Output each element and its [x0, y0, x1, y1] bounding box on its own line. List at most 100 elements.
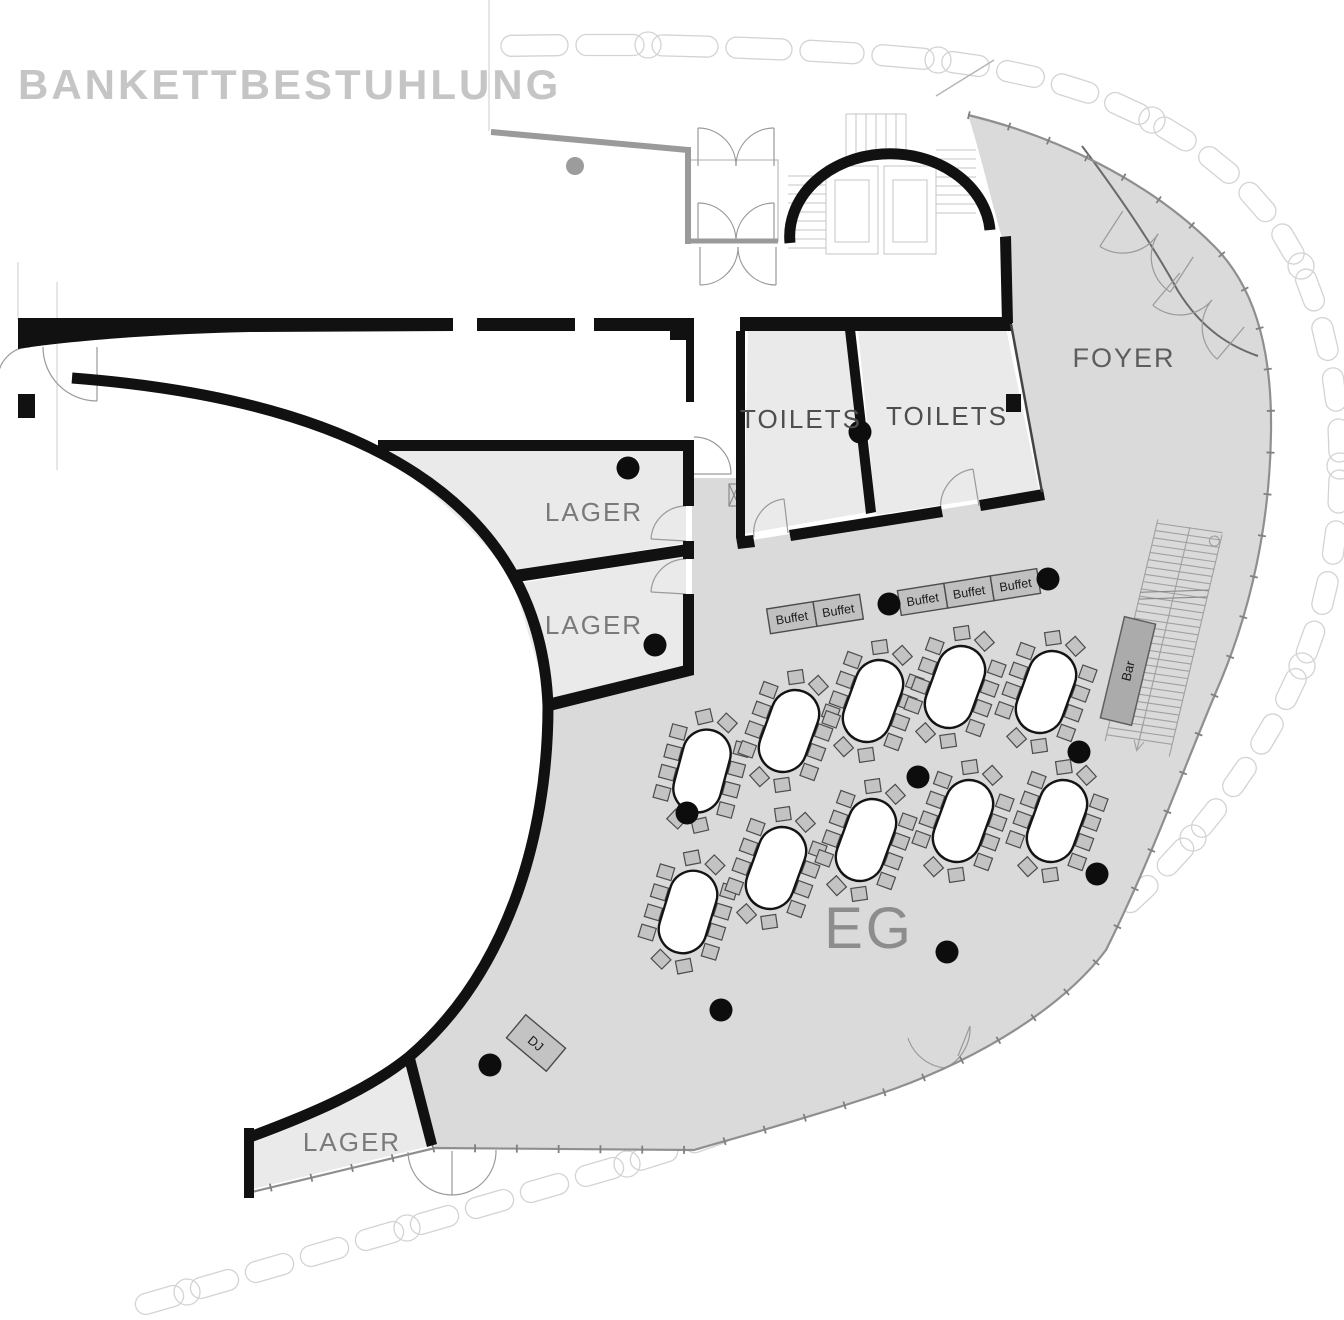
foyer-facade-door-1 — [1099, 210, 1194, 293]
chair — [897, 812, 918, 832]
toilets-right-floor — [858, 328, 1039, 515]
stone-circle — [1138, 106, 1166, 134]
main-curved-wall — [71, 372, 554, 1143]
column — [848, 420, 872, 444]
room-label-eg: EG — [824, 896, 914, 961]
stone-circle — [173, 1278, 201, 1306]
banquet-table-group — [652, 707, 752, 835]
chair — [828, 690, 849, 710]
chair — [726, 760, 747, 779]
chair — [690, 816, 710, 835]
stone — [354, 1220, 405, 1252]
chair — [1041, 866, 1060, 884]
stone-circle — [924, 46, 952, 74]
stone — [871, 44, 935, 70]
chair — [786, 668, 805, 686]
column — [478, 1053, 502, 1077]
terrace-door-south — [407, 1149, 497, 1196]
chair — [939, 732, 958, 750]
buffet-label: Buffet — [952, 583, 987, 602]
column — [643, 633, 667, 657]
chair — [925, 790, 946, 810]
stair-tread — [1153, 537, 1220, 548]
stone — [134, 1284, 185, 1316]
chair — [986, 659, 1007, 679]
buffet-table — [812, 593, 865, 628]
hall-floor — [409, 115, 1272, 1150]
room-label-foyer: FOYER — [1072, 343, 1175, 373]
chair — [643, 903, 664, 922]
stone — [1250, 713, 1284, 755]
room-label-toilets-left: TOILETS — [740, 404, 862, 434]
chair — [891, 644, 914, 667]
chair — [876, 871, 897, 891]
chair — [911, 829, 932, 849]
chair — [731, 857, 752, 877]
chair — [668, 723, 688, 741]
lager-doors — [650, 505, 687, 595]
elevator-car — [834, 179, 870, 243]
chair — [737, 739, 758, 759]
chair — [1077, 664, 1098, 684]
stone-circle — [1287, 252, 1315, 280]
stone — [1198, 145, 1240, 185]
column — [616, 456, 640, 480]
chair — [716, 801, 736, 819]
column — [935, 940, 959, 964]
vestibule-doors — [689, 127, 779, 286]
stone — [725, 36, 793, 61]
reference-lines — [17, 0, 490, 470]
chair — [832, 735, 855, 758]
stone — [1050, 73, 1100, 104]
stair-tread — [1148, 559, 1214, 570]
elevator — [883, 165, 937, 255]
banquet-table — [1025, 778, 1089, 864]
tower-wall — [784, 148, 996, 244]
stone — [1238, 181, 1277, 223]
buffet-label: Buffet — [821, 601, 856, 620]
room-label-lager-upper: LAGER — [545, 497, 643, 527]
chair — [637, 923, 658, 942]
lager-upper-floor — [373, 449, 686, 572]
column — [906, 765, 930, 789]
glass-facade — [251, 59, 1276, 1196]
chair — [1005, 829, 1026, 849]
chair — [721, 780, 741, 799]
banquet-table-group — [724, 805, 828, 931]
lager-middle-floor — [514, 556, 686, 699]
chair — [744, 720, 765, 740]
chair — [972, 698, 993, 718]
stone — [1271, 223, 1305, 265]
stair-tread — [1142, 581, 1209, 592]
chair — [924, 636, 945, 656]
chair — [1012, 810, 1033, 830]
chair — [745, 817, 766, 837]
stone — [941, 50, 990, 78]
chair — [712, 902, 733, 921]
stone-circle — [1288, 652, 1316, 680]
bar-group: Bar — [1099, 615, 1157, 727]
chair — [890, 712, 911, 732]
labels: BANKETTBESTUHLUNG FOYER TOILETS TOILETS … — [18, 61, 1175, 1157]
chair — [883, 851, 904, 871]
stone — [299, 1236, 350, 1268]
chair — [657, 763, 678, 782]
stone — [1294, 268, 1326, 312]
stair-start-mark — [1208, 535, 1220, 547]
chair — [1054, 758, 1073, 776]
stone — [409, 1204, 460, 1236]
dj-group: DJ — [505, 1013, 567, 1073]
stone — [1311, 316, 1339, 362]
break-line — [1140, 589, 1209, 593]
stair-tread — [1156, 522, 1223, 534]
bar-counter-rect — [1099, 615, 1157, 727]
chair — [1043, 629, 1062, 647]
chair — [884, 783, 907, 806]
foyer-facade-door-2 — [1152, 272, 1245, 360]
lager-lower-floor — [250, 1058, 430, 1189]
chair — [738, 837, 759, 857]
chair — [1019, 790, 1040, 810]
chair — [649, 883, 670, 902]
